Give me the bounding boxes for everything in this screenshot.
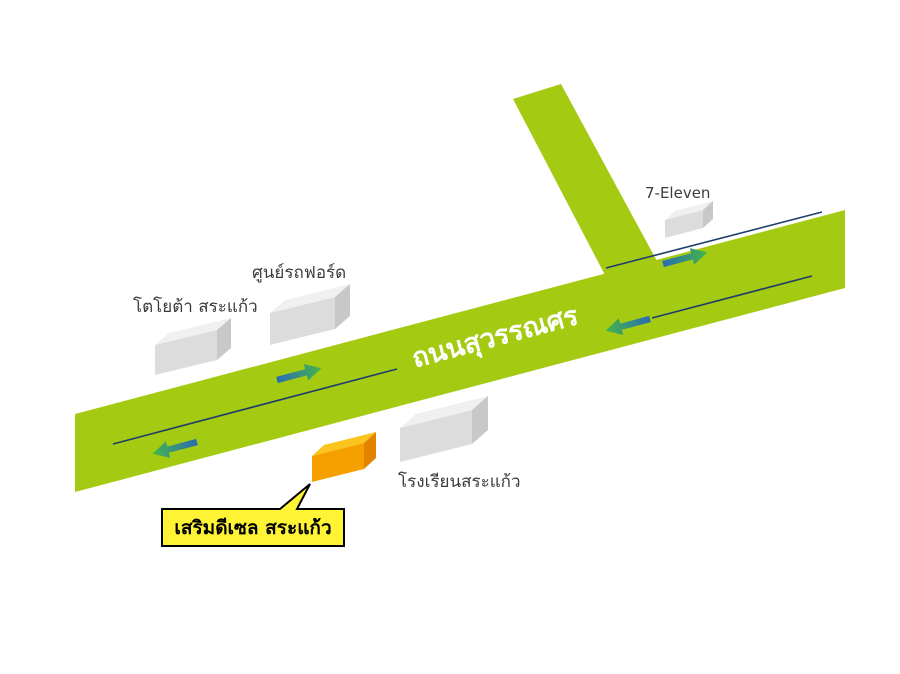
main-road — [75, 210, 845, 492]
branch-road — [513, 84, 658, 277]
box-face-top — [400, 396, 488, 428]
ford-label: ศูนย์รถฟอร์ด — [252, 263, 346, 283]
box-face-front — [665, 210, 703, 238]
traffic-arrow-left-lower — [152, 438, 198, 458]
highlight-building — [312, 432, 376, 482]
box-face-side — [364, 432, 376, 469]
box-face-top — [155, 318, 231, 345]
box-face-side — [472, 396, 488, 444]
ford-building — [270, 284, 350, 345]
box-face-side — [703, 201, 713, 228]
center-line-left — [112, 368, 398, 445]
box-face-front — [400, 410, 472, 462]
toyota-building — [155, 318, 231, 375]
toyota-label: โตโยต้า สระแก้ว — [133, 296, 258, 317]
callout-balloon — [161, 483, 345, 547]
traffic-arrow-left-middle — [605, 315, 651, 335]
callout-label: เสริมดีเซล สระแก้ว — [174, 517, 331, 539]
box-face-side — [335, 284, 350, 329]
box-face-front — [270, 297, 335, 345]
box-face-front — [312, 443, 364, 482]
box-face-side — [217, 318, 231, 360]
traffic-arrow-right-upper — [662, 248, 708, 268]
school-label: โรงเรียนสระแก้ว — [398, 471, 521, 492]
seven-eleven-building — [665, 201, 713, 238]
seven-eleven-label: 7-Eleven — [645, 184, 710, 202]
box-face-top — [312, 432, 376, 456]
box-face-top — [665, 201, 713, 220]
school-building — [400, 396, 488, 462]
center-line-upper-right — [605, 211, 823, 269]
traffic-arrow-right-lower — [276, 364, 322, 384]
box-face-front — [155, 330, 217, 375]
center-line-lower-right — [651, 275, 813, 319]
box-face-top — [270, 284, 350, 313]
